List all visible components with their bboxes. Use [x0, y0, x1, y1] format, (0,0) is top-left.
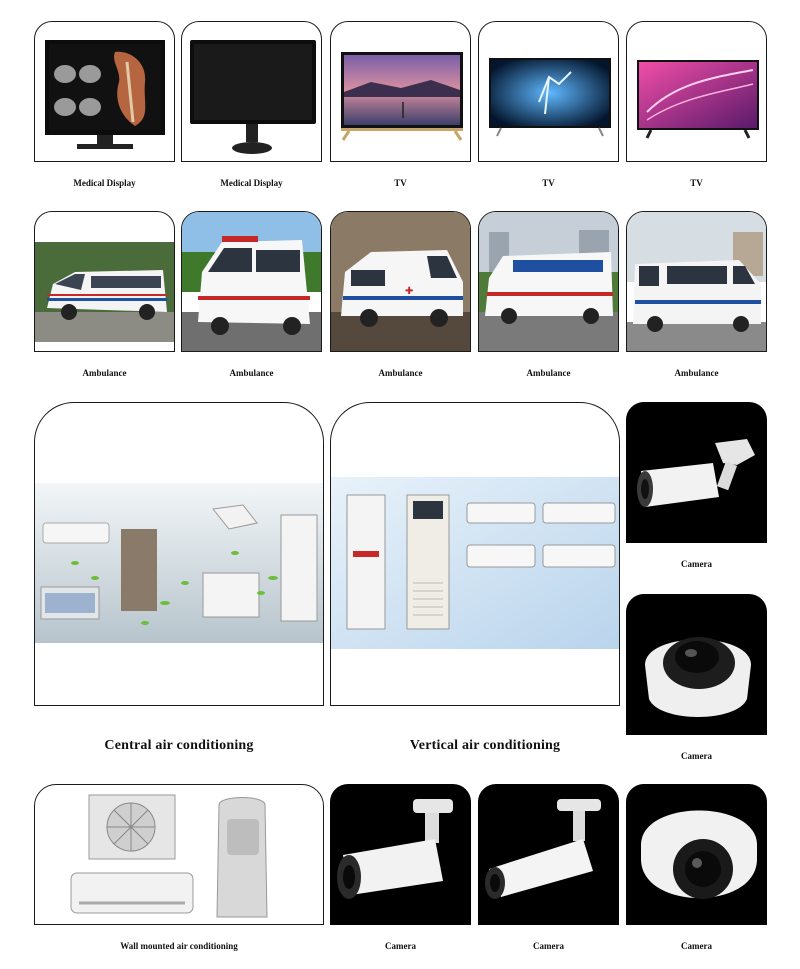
vertical-ac-units-icon — [331, 477, 619, 649]
vertical-ac-card — [330, 402, 620, 706]
caption-tv-3: TV — [690, 178, 703, 188]
ambulance-card-2 — [181, 211, 322, 352]
caption-camera-1: Camera — [681, 559, 712, 569]
tv-icon — [637, 60, 759, 139]
ambulance-card-4 — [478, 211, 619, 352]
caption-ambulance-3: Ambulance — [378, 368, 423, 378]
dome-camera-icon — [627, 595, 766, 734]
central-ac-card — [34, 402, 324, 706]
tv-icon — [489, 58, 611, 137]
caption-camera-5: Camera — [681, 941, 712, 951]
caption-tv-2: TV — [542, 178, 555, 188]
caption-medical-display-1: Medical Display — [73, 178, 136, 188]
medical-display-card-2 — [181, 21, 322, 162]
svg-text:✚: ✚ — [405, 286, 413, 297]
caption-camera-4: Camera — [533, 941, 564, 951]
camera-card-3 — [330, 784, 471, 925]
wall-ac-units-icon — [70, 794, 268, 918]
ambulance-icon — [35, 242, 174, 342]
medical-monitor-icon — [45, 40, 165, 149]
ambulance-icon — [479, 212, 618, 351]
dome-camera-icon — [627, 785, 766, 924]
bullet-camera-icon — [627, 403, 766, 542]
caption-wall-ac: Wall mounted air conditioning — [120, 941, 238, 951]
ambulance-card-1 — [34, 211, 175, 352]
caption-camera-3: Camera — [385, 941, 416, 951]
camera-card-1 — [626, 402, 767, 543]
ambulance-icon — [182, 212, 321, 351]
camera-card-2 — [626, 594, 767, 735]
bullet-camera-icon — [479, 785, 618, 924]
caption-tv-1: TV — [394, 178, 407, 188]
caption-ambulance-1: Ambulance — [82, 368, 127, 378]
bullet-camera-icon — [331, 785, 470, 924]
camera-card-4 — [478, 784, 619, 925]
tv-card-3 — [626, 21, 767, 162]
tv-icon — [341, 52, 463, 141]
ambulance-icon — [627, 212, 766, 351]
medical-display-card-1 — [34, 21, 175, 162]
wall-ac-card — [34, 784, 324, 925]
central-ac-units-icon — [35, 483, 323, 643]
caption-central-ac: Central air conditioning — [104, 738, 254, 753]
monitor-icon — [190, 40, 316, 154]
caption-vertical-ac: Vertical air conditioning — [409, 738, 561, 753]
ambulance-card-5 — [626, 211, 767, 352]
ambulance-icon: ✚ — [331, 212, 470, 351]
camera-card-5 — [626, 784, 767, 925]
tv-card-2 — [478, 21, 619, 162]
tv-card-1 — [330, 21, 471, 162]
caption-camera-2: Camera — [681, 751, 712, 761]
caption-ambulance-4: Ambulance — [526, 368, 571, 378]
caption-ambulance-2: Ambulance — [229, 368, 274, 378]
caption-medical-display-2: Medical Display — [220, 178, 283, 188]
ambulance-card-3: ✚ — [330, 211, 471, 352]
caption-ambulance-5: Ambulance — [674, 368, 719, 378]
